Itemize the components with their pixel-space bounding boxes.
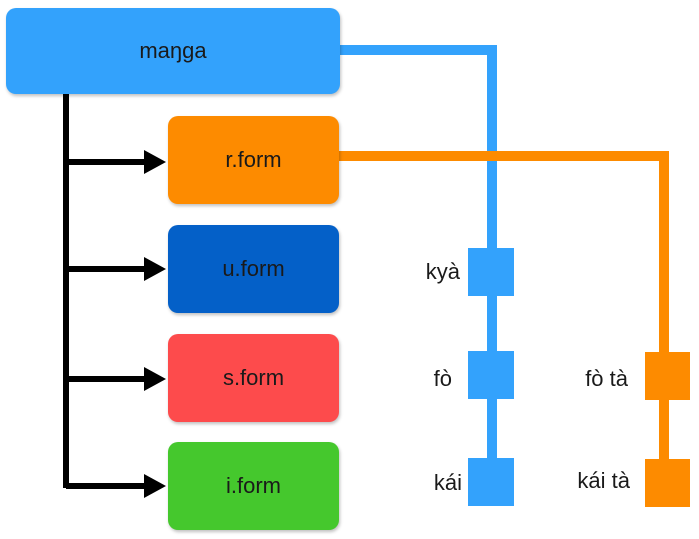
blue-marker-kai [468, 458, 514, 506]
label-kai-ta: kái tà [577, 468, 630, 493]
branch-arrow-u-form [66, 257, 166, 281]
blue-marker-kya [468, 248, 514, 296]
branch-arrow-s-form [66, 367, 166, 391]
label-kai: kái [433, 470, 462, 495]
label-fo: fò [433, 366, 452, 391]
node-i-form: i.form [168, 442, 339, 530]
node-u-form-label: u.form [222, 256, 285, 281]
node-u-form: u.form [168, 225, 339, 313]
node-s-form-label: s.form [222, 365, 285, 390]
root-node-manga: maŋɡa [6, 8, 340, 94]
label-fo-ta: fò tà [585, 366, 628, 391]
root-node-label: maŋɡa [139, 38, 207, 63]
blue-marker-fo [468, 351, 514, 399]
node-s-form: s.form [168, 334, 339, 422]
node-r-form-label: r.form [225, 147, 282, 172]
node-r-form: r.form [168, 116, 339, 204]
orange-marker-kai-ta [645, 459, 690, 507]
orange-connector-line [339, 151, 669, 485]
blue-connector-line [340, 45, 497, 485]
orange-marker-fo-ta [645, 352, 690, 400]
label-kya: kyà [425, 259, 460, 284]
branch-arrow-i-form [66, 474, 166, 498]
branch-arrow-r-form [66, 150, 166, 174]
node-i-form-label: i.form [226, 473, 281, 498]
